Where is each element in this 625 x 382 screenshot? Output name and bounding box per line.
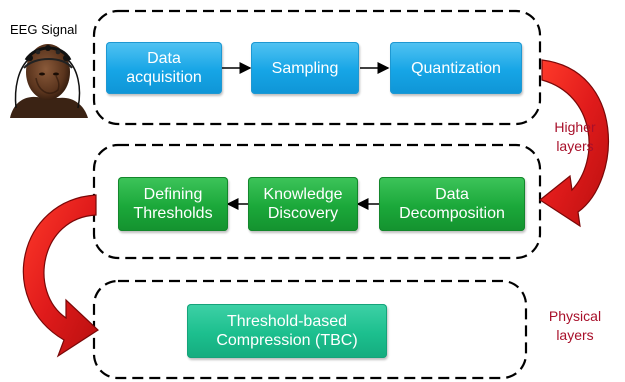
node-label-line1: Threshold-based bbox=[226, 313, 348, 330]
curved-arrow-higher-layers bbox=[538, 59, 610, 228]
higher-layers-line1: Higher bbox=[554, 119, 596, 135]
node-label-line2: Decomposition bbox=[399, 205, 505, 222]
node-quantization: Quantization bbox=[390, 42, 522, 94]
node-data-decomposition: Data Decomposition bbox=[379, 177, 525, 231]
physical-layers-line1: Physical bbox=[548, 308, 602, 324]
physical-layers-line2: layers bbox=[556, 327, 594, 343]
eeg-signal-label: EEG Signal bbox=[10, 22, 78, 37]
node-sampling: Sampling bbox=[251, 42, 359, 94]
node-label-line1: Defining bbox=[143, 186, 203, 203]
node-label-line2: Compression (TBC) bbox=[216, 332, 358, 349]
node-knowledge-discovery: Knowledge Discovery bbox=[248, 177, 358, 231]
node-label-line1: Quantization bbox=[411, 59, 501, 77]
physical-layers-label: Physical layers bbox=[536, 307, 614, 345]
node-label-line1: Sampling bbox=[271, 59, 339, 77]
eeg-headset-person-icon bbox=[10, 44, 88, 118]
curved-arrow-physical-layers bbox=[22, 194, 99, 358]
node-data-acquisition: Data acquisition bbox=[106, 42, 222, 94]
node-defining-thresholds: Defining Thresholds bbox=[118, 177, 228, 231]
node-label-line2: acquisition bbox=[126, 69, 202, 86]
node-label-line1: Data bbox=[435, 186, 469, 203]
higher-layers-label: Higher layers bbox=[540, 118, 610, 156]
node-threshold-based-compression: Threshold-based Compression (TBC) bbox=[187, 304, 387, 358]
node-label-line1: Knowledge bbox=[263, 186, 343, 203]
node-label-line2: Thresholds bbox=[133, 205, 213, 222]
higher-layers-line2: layers bbox=[556, 138, 594, 154]
group-box-top bbox=[92, 9, 542, 126]
node-label-line1: Data bbox=[147, 50, 181, 67]
node-label-line2: Discovery bbox=[267, 205, 339, 222]
